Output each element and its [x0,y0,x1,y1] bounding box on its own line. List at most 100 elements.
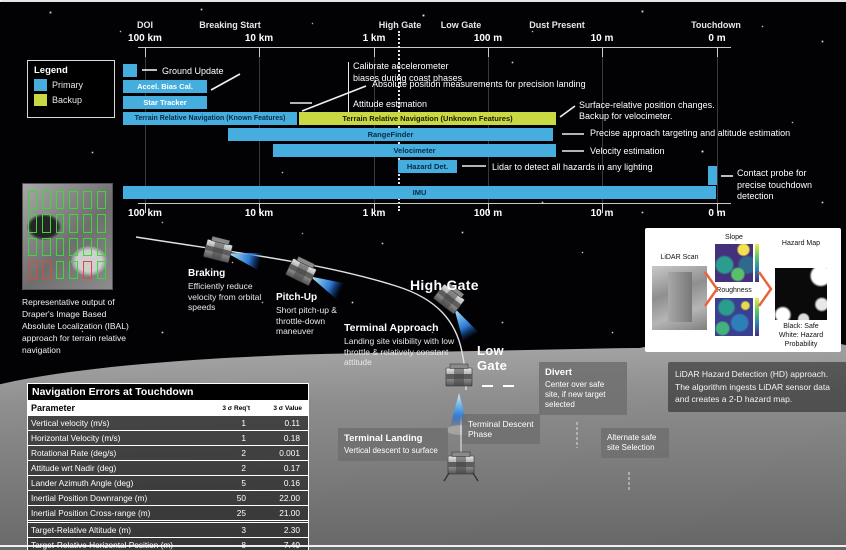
bar-velocimeter: Velocimeter [273,144,556,157]
phase-low-gate: Low Gate [440,20,482,30]
ann-precise-approach: Precise approach targeting and altitude … [590,128,791,138]
legend: Legend Primary Backup [27,60,115,118]
label-terminal-approach: Terminal Approach Landing site visibilit… [344,322,455,367]
top-tick-10km: 10 km [244,33,274,44]
top-tick-10m: 10 m [590,33,614,44]
label-low-gate: Low Gate [477,343,508,373]
roughness-colorbar [755,298,759,336]
tick [145,203,146,213]
phase-dust-present: Dust Present [529,20,585,30]
hazard-map-image [775,268,827,320]
ann-surface-relative-2: Backup for velocimeter. [579,111,673,121]
bar-ground-update [123,64,137,77]
ann-attitude: Attitude estimation [353,99,428,109]
navigation-errors-table: Navigation Errors at Touchdown Parameter… [27,383,309,550]
lander-touchdown [443,451,479,482]
top-tick-0m: 0 m [708,33,726,44]
table-row: Horizontal Velocity (m/s) 1 0.18 [28,430,308,445]
legend-backup-swatch [34,94,47,106]
label-high-gate: High Gate [410,277,479,293]
frame-bottom [0,545,846,547]
bar-trn-known: Terrain Relative Navigation (Known Featu… [123,112,297,125]
lander-pitchup [284,254,319,287]
legend-backup-label: Backup [52,95,83,105]
calibrate-bracket [348,62,349,112]
tick [374,47,375,57]
col-parameter: Parameter [31,403,76,413]
table-row: Target-Relative Altitude (m) 3 2.30 [28,520,308,537]
gridline [145,48,146,203]
ann-contact-probe: Contact probe for precise touchdown dete… [737,168,813,201]
bottom-tick-100m: 100 m [473,208,503,219]
bottom-tick-1km: 1 km [362,208,386,219]
phase-touchdown: Touchdown [691,20,741,30]
tick [488,203,489,213]
label-braking: Braking Efficiently reduce velocity from… [188,268,262,312]
tick [717,203,718,213]
col-value: 3 σ Value [273,404,302,412]
lidar-scan-label: LiDAR Scan [660,254,699,261]
gridline [374,48,375,203]
gridline [602,48,603,203]
bottom-tick-0m: 0 m [708,208,726,219]
gridline [259,48,260,203]
phase-doi: DOI [136,20,153,30]
ibal-caption: Representative output of Draper's Image … [22,297,129,355]
phase-high-gate: High Gate [378,20,422,30]
bar-trn-unknown: Terrain Relative Navigation (Unknown Fea… [299,112,556,125]
terrain-shadow [27,214,61,240]
legend-primary-label: Primary [52,80,83,90]
hazard-map-label: Hazard Map [781,240,821,247]
bar-hazard-det: Hazard Det. [398,160,457,173]
tick [602,47,603,57]
table-row: Rotational Rate (deg/s) 2 0.001 [28,445,308,460]
hazard-detection-caption: LiDAR Hazard Detection (HD) approach. Th… [668,362,846,412]
hazard-key-black: Black: Safe [783,323,819,330]
gridline [488,48,489,203]
slope-colorbar [755,244,759,282]
annotation-leader-lines [142,69,733,177]
tick [717,47,718,57]
frame-top [0,0,846,2]
arrow-right-icon [703,271,719,307]
bar-star-tracker: Star Tracker [123,96,207,109]
box-terminal-landing: Terminal Landing Vertical descent to sur… [338,428,448,461]
tick [488,47,489,57]
table-header-row: Parameter 3 σ Req't 3 σ Value [28,401,308,415]
bar-contact-probe [708,166,717,185]
bar-ground-update-label: Ground Update [162,66,224,76]
slope-label: Slope [725,234,743,241]
table-title: Navigation Errors at Touchdown [28,384,308,401]
ann-lidar-hazards: Lidar to detect all hazards in any light… [492,162,653,172]
box-terminal-descent-phase: Terminal Descent Phase [462,414,540,444]
flow-arrows [703,271,773,307]
ibal-feature-markers [28,191,106,279]
tick [259,203,260,213]
lander-braking [202,234,235,264]
slope-map [715,244,753,282]
table-row: Inertial Position Cross-range (m) 25 21.… [28,505,308,520]
hazard-detection-inset: LiDAR Scan Slope Roughness Hazard Map Bl… [645,228,841,352]
legend-primary-swatch [34,79,47,91]
legend-title: Legend [34,65,68,76]
top-tick-1km: 1 km [362,33,386,44]
lidar-scan-image [652,266,707,330]
table-row: Attitude wrt Nadir (deg) 2 0.17 [28,460,308,475]
bottom-tick-10m: 10 m [590,208,614,219]
bottom-tick-10km: 10 km [244,208,274,219]
table-row: Lander Azimuth Angle (deg) 5 0.16 [28,475,308,490]
box-alternate-safe-site: Alternate safe site Selection [601,428,669,458]
ann-velocity-estimation: Velocity estimation [590,146,665,156]
tick [374,203,375,213]
hazard-key-white: White: Hazard [778,332,824,339]
box-divert: Divert Center over safe site, if new tar… [539,362,627,415]
roughness-map [715,298,753,336]
bar-imu: IMU [123,186,716,199]
top-tick-100km: 100 km [128,33,162,44]
tick [602,203,603,213]
gridline [717,48,718,203]
table-row: Target-Relative Horizontal Position (m) … [28,537,308,550]
tick [259,47,260,57]
arrow-right-icon [757,271,773,307]
